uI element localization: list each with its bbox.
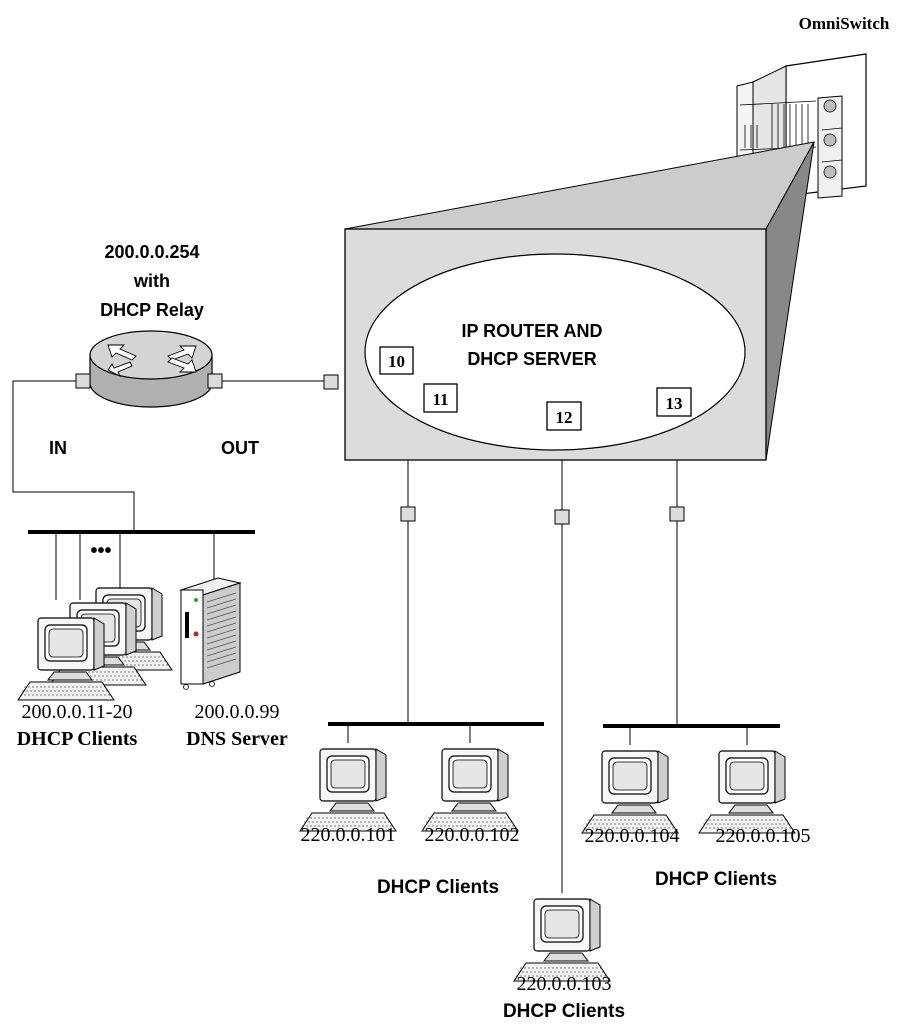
host-pc-icon [698, 750, 796, 834]
router-dhcp-ellipse [364, 253, 746, 451]
omniswitch-label: OmniSwitch [799, 14, 890, 33]
more-clients-ellipsis: ••• [90, 540, 111, 562]
host-ip-103: 220.0.0.103 [517, 973, 612, 995]
switch-uplink-port [323, 374, 339, 390]
svg-text:10: 10 [388, 352, 405, 371]
group-label-vlan11: DHCP Clients [377, 877, 499, 898]
group-label-vlan12: DHCP Clients [503, 1001, 625, 1022]
router-in-port [75, 373, 91, 389]
vlan13-port [669, 506, 685, 522]
svg-text:13: 13 [666, 394, 683, 413]
vlan-box-13: 13 [656, 387, 692, 417]
dns-server-ip: 200.0.0.99 [195, 701, 280, 723]
host-pc-icon [513, 898, 611, 982]
svg-text:11: 11 [432, 390, 448, 409]
vlan11-port [400, 506, 416, 522]
host-ip-104: 220.0.0.104 [585, 825, 680, 847]
router-icon [89, 330, 213, 408]
relay-in-label: IN [49, 438, 67, 458]
vlan12-port [554, 509, 570, 525]
client-pc-stack-icon [17, 587, 173, 701]
left-clients-label: DHCP Clients [17, 728, 138, 750]
zoom-projection [344, 141, 815, 461]
network-links [12, 380, 748, 893]
group-label-vlan13: DHCP Clients [655, 869, 777, 890]
host-ip-101: 220.0.0.101 [301, 824, 396, 846]
relay-label-line1: 200.0.0.254 [104, 242, 199, 262]
host-ip-105: 220.0.0.105 [716, 825, 811, 847]
left-clients-ip: 200.0.0.11-20 [22, 701, 133, 723]
dns-server-label: DNS Server [186, 728, 288, 750]
svg-text:12: 12 [556, 408, 573, 427]
host-pc-icon [421, 748, 519, 832]
dns-server-icon [179, 577, 242, 690]
vlan-box-12: 12 [546, 401, 582, 431]
core-label-line2: DHCP SERVER [467, 349, 596, 369]
relay-label-line2: with [133, 271, 170, 291]
relay-label-line3: DHCP Relay [100, 300, 204, 320]
router-out-port [207, 373, 223, 389]
core-label-line1: IP ROUTER AND [461, 321, 602, 341]
host-ip-102: 220.0.0.102 [425, 824, 520, 846]
vlan-box-11: 11 [423, 383, 458, 413]
relay-out-label: OUT [221, 438, 259, 458]
host-pc-icon [581, 750, 679, 834]
host-pc-icon [299, 748, 397, 832]
vlan-box-10: 10 [379, 346, 414, 375]
